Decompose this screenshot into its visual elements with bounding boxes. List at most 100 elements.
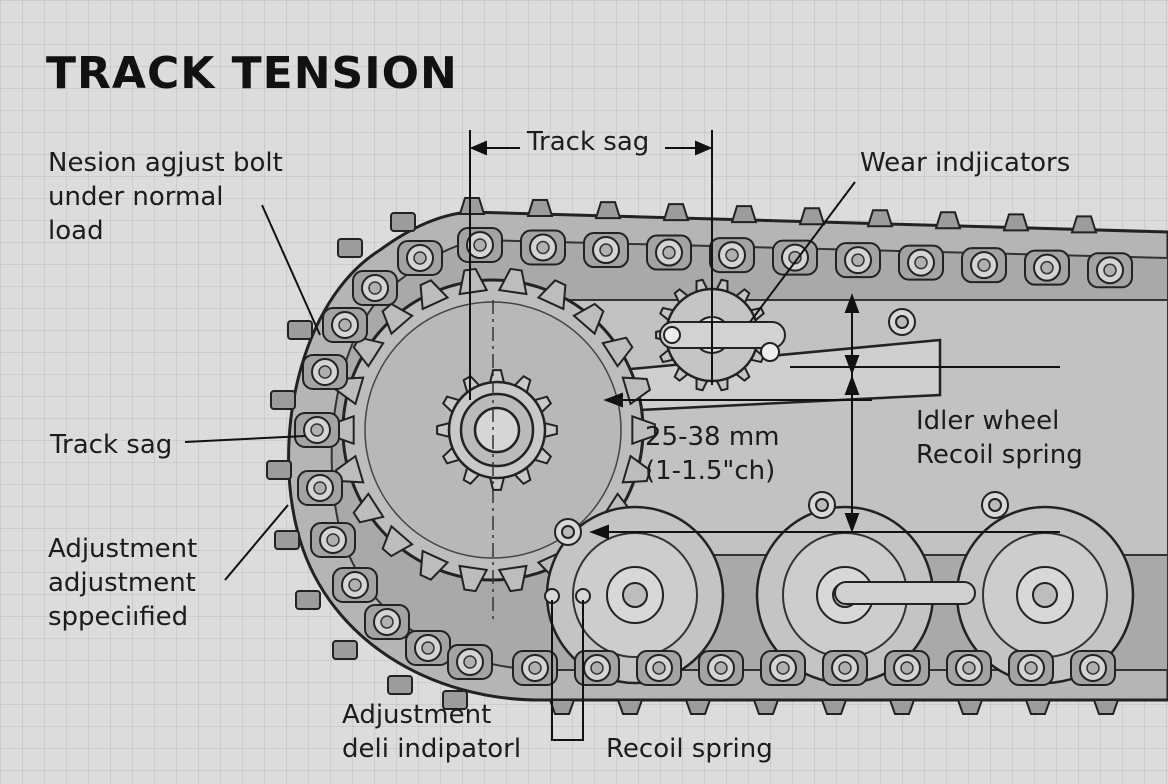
gear-tooth (621, 454, 652, 484)
link-pin-center (421, 641, 435, 655)
link-pin-center (380, 615, 394, 629)
grouser (684, 699, 712, 715)
label-tension-bolt-line3: load (48, 216, 104, 246)
link-pin-center (473, 238, 487, 252)
gear-tooth (572, 302, 605, 336)
leader-lines (184, 181, 856, 741)
label-adjustment-bottom: Adjustment deli indipatorl (342, 698, 521, 766)
grouser (956, 699, 984, 715)
grouser (616, 699, 644, 715)
gear-tooth (621, 376, 652, 406)
track-links (294, 227, 1133, 686)
link-pin-center (900, 661, 914, 675)
link-pin-center (1040, 260, 1054, 275)
link-pin-center (714, 661, 728, 675)
link-pin-center (962, 661, 976, 675)
link-pin-center (338, 318, 352, 332)
label-tension-bolt: Nesion agjust bolt under normal load (48, 146, 283, 248)
track-grousers (266, 197, 1120, 715)
link-pin-center (528, 661, 542, 675)
gear-tooth (497, 267, 528, 296)
gear-tooth (631, 414, 656, 446)
gear-tooth (458, 564, 489, 593)
link-pin-center (1086, 661, 1100, 675)
gear-tooth (352, 492, 385, 524)
link-pin-center (838, 661, 852, 675)
gear-tooth (334, 454, 365, 484)
gear-tooth (497, 564, 528, 593)
link-pin-center (368, 281, 382, 295)
label-measurement-line2: (1-1.5"ch) (645, 456, 776, 486)
label-adjustment-left-line1: Adjustment (48, 534, 198, 564)
link-pin-center (851, 253, 865, 267)
link-pin-center (599, 243, 613, 257)
grouser (387, 675, 413, 695)
label-idler-recoil: Idler wheel Recoil spring (916, 404, 1083, 472)
link-pin-center (662, 245, 676, 260)
label-track-sag-left: Track sag (50, 430, 173, 460)
gear-tooth (419, 279, 450, 311)
label-wear-indicators: Wear indjicators (860, 148, 1071, 178)
label-measurement: 25-38 mm (1-1.5"ch) (645, 420, 779, 488)
grouser (1092, 699, 1120, 715)
wheel-link-arm (834, 581, 976, 605)
grouser (270, 390, 296, 410)
grouser (866, 209, 894, 228)
grouser (295, 590, 321, 610)
road-wheels (545, 505, 1135, 685)
gear-tooth (601, 336, 634, 368)
label-recoil-spring-bottom: Recoil spring (606, 734, 773, 764)
page-title: TRACK TENSION (46, 48, 458, 99)
link-pin-center (914, 255, 928, 270)
label-measurement-line1: 25-38 mm (645, 422, 780, 452)
label-track-sag-top: Track sag (527, 127, 650, 157)
link-pin-center (326, 533, 340, 547)
gear-tooth (381, 524, 414, 558)
label-adjustment-left: Adjustment adjustment sppeciıfied (48, 532, 197, 634)
link-pin-center (725, 248, 739, 262)
grouser (390, 212, 416, 232)
link-pin-center (463, 655, 477, 669)
grouser (594, 201, 622, 220)
label-adjustment-left-line2: adjustment (48, 568, 196, 598)
grouser (1070, 215, 1098, 234)
label-adjustment-left-line3: sppeciıfied (48, 602, 189, 632)
grouser (274, 530, 300, 550)
grouser (287, 320, 313, 340)
grouser (442, 690, 468, 710)
track-sag-dimension (469, 130, 713, 400)
grouser (820, 699, 848, 715)
label-adjustment-bottom-line1: Adjustment (342, 700, 492, 730)
label-tension-bolt-line1: Nesion agjust bolt (48, 148, 283, 178)
link-pin-center (590, 661, 604, 675)
link-pin-center (977, 258, 991, 272)
frame-bolts (544, 308, 1009, 604)
link-pin-center (313, 481, 327, 495)
grouser (526, 199, 554, 218)
grouser (337, 238, 363, 258)
label-idler-wheel: Idler wheel (916, 406, 1060, 436)
grouser (332, 640, 358, 660)
grouser (1002, 213, 1030, 232)
grouser (458, 197, 486, 215)
link-pin-center (776, 661, 790, 675)
link-pin-center (310, 423, 324, 437)
link-pin-center (652, 661, 666, 675)
hub-gear (436, 369, 558, 491)
link-pin-center (413, 251, 427, 265)
gear-tooth (536, 279, 567, 311)
label-adjustment-bottom-line2: deli indipatorl (342, 734, 522, 764)
grouser (548, 699, 576, 715)
label-tension-bolt-line2: under normal (48, 182, 224, 212)
link-pin-center (536, 240, 550, 255)
link-pin-center (1103, 263, 1117, 277)
grouser (752, 699, 780, 715)
label-recoil-spring-right: Recoil spring (916, 440, 1083, 470)
link-pin-center (348, 578, 362, 592)
gear-tooth (458, 267, 489, 296)
grouser (934, 211, 962, 230)
measurement-dimension (589, 293, 1060, 540)
road-wheel-center (622, 582, 648, 608)
link-pin-center (318, 365, 332, 379)
